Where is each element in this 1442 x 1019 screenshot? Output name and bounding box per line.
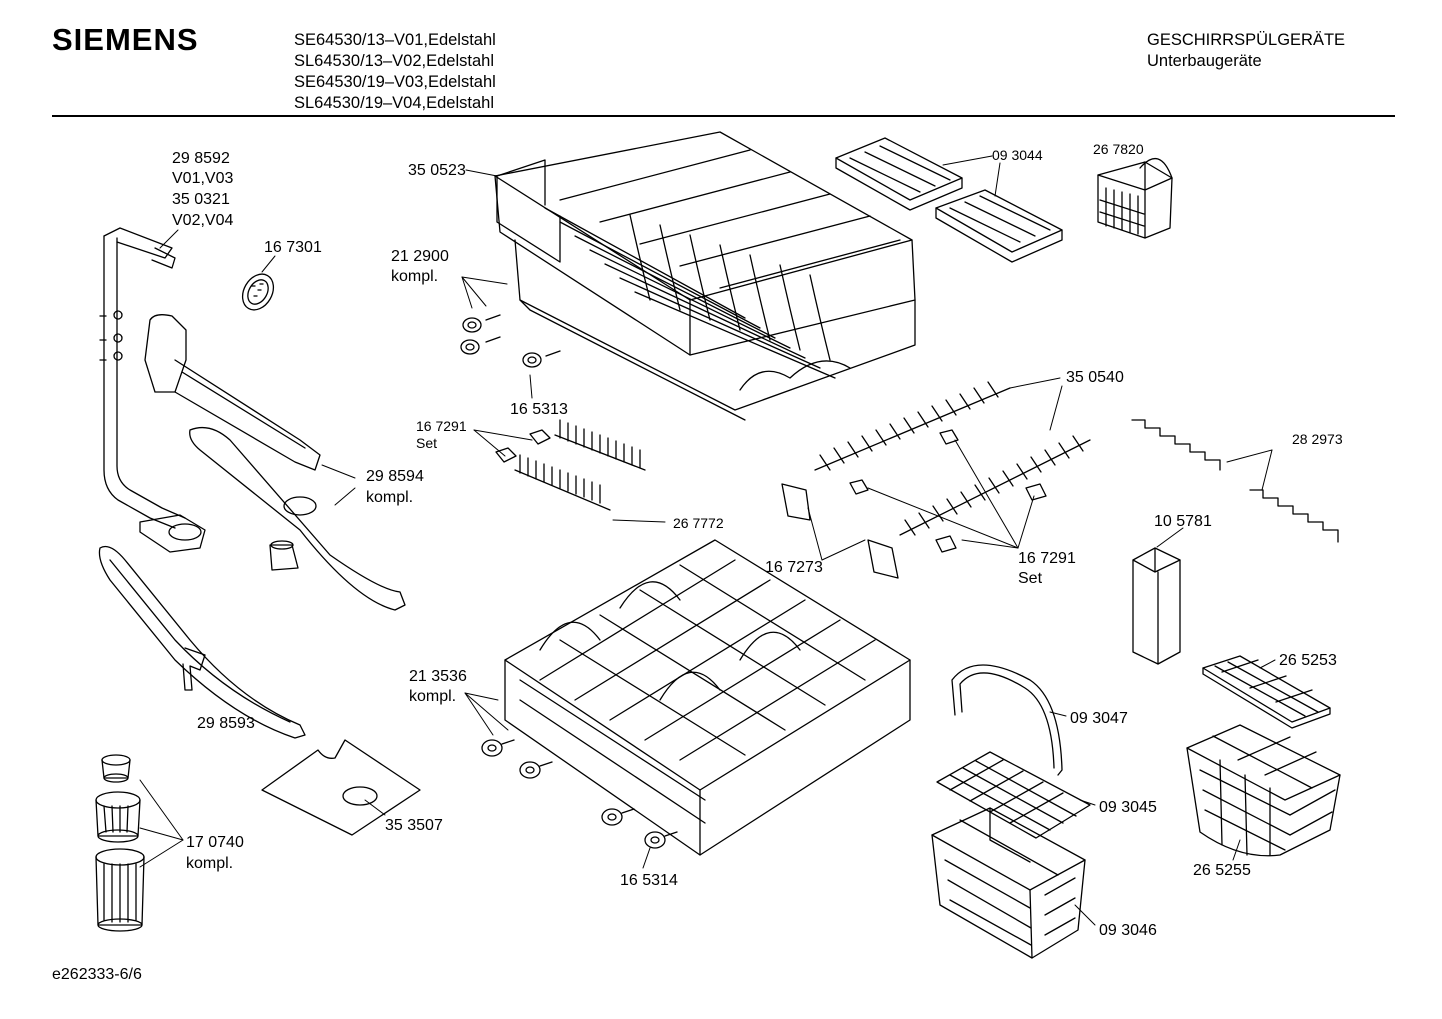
upper-rollers (461, 315, 560, 367)
kompl-label: kompl. (366, 489, 414, 506)
filter-set (96, 755, 144, 931)
upper-spray-arm (145, 315, 405, 610)
lower-rollers (482, 740, 677, 848)
part-label: 16 7301 (264, 239, 322, 256)
part-label: 17 0740 (186, 834, 244, 851)
part-label: 16 7291 (416, 418, 467, 434)
kompl-label: kompl. (186, 855, 234, 872)
tine-strip-b (815, 382, 1090, 552)
model-line: SL64530/19–V04,Edelstahl (294, 94, 494, 112)
part-label: 35 3507 (385, 817, 443, 834)
part-label: 16 5313 (510, 401, 568, 418)
basket-lid (1203, 656, 1330, 728)
variant-label: V02,V04 (172, 212, 234, 229)
variant-label: V01,V03 (172, 170, 234, 187)
kompl-label: kompl. (409, 688, 457, 705)
upper-basket (495, 132, 915, 420)
category-title: GESCHIRRSPÜLGERÄTE (1147, 31, 1346, 49)
document-id: e262333-6/6 (52, 966, 142, 983)
model-line: SE64530/13–V01,Edelstahl (294, 31, 496, 49)
supply-pipe (100, 228, 205, 552)
basket-grid (937, 752, 1090, 838)
model-list: SE64530/13–V01,Edelstahl SL64530/13–V02,… (294, 30, 496, 114)
part-label: 09 3046 (1099, 922, 1157, 939)
header-divider (52, 115, 1395, 117)
brand-logo: SIEMENS (52, 22, 199, 57)
filter-disc (236, 269, 279, 316)
model-line: SL64530/13–V02,Edelstahl (294, 52, 494, 70)
part-label: 21 3536 (409, 668, 467, 685)
part-label: 29 8593 (197, 715, 255, 732)
lower-spray-arm (99, 547, 305, 739)
category-block: GESCHIRRSPÜLGERÄTE Unterbaugeräte (1147, 30, 1345, 72)
basket-handle (952, 665, 1062, 775)
part-label: 26 5253 (1279, 652, 1337, 669)
part-label: 26 5255 (1193, 862, 1251, 879)
part-label: 16 5314 (620, 872, 678, 889)
tall-holder (1133, 548, 1180, 664)
part-label: 35 0540 (1066, 369, 1124, 386)
leader-lines (140, 156, 1275, 925)
cutlery-basket-large (1187, 725, 1340, 856)
part-label: 29 8594 (366, 468, 424, 485)
part-label: 10 5781 (1154, 513, 1212, 530)
filter-plate (262, 740, 420, 835)
cutlery-basket-square (932, 808, 1085, 958)
part-label: 09 3047 (1070, 710, 1128, 727)
set-label: Set (1018, 570, 1043, 587)
kompl-label: kompl. (391, 268, 439, 285)
part-label: 26 7820 (1093, 141, 1144, 157)
part-label: 21 2900 (391, 248, 449, 265)
part-label: 09 3044 (992, 147, 1043, 163)
part-label: 09 3045 (1099, 799, 1157, 816)
part-label: 35 0523 (408, 162, 466, 179)
model-line: SE64530/19–V03,Edelstahl (294, 73, 496, 91)
stepped-rack (1132, 420, 1338, 542)
category-subtitle: Unterbaugeräte (1147, 52, 1262, 70)
lower-basket (505, 540, 910, 855)
height-adjuster (782, 484, 898, 578)
part-label: 28 2973 (1292, 431, 1343, 447)
part-label: 35 0321 (172, 191, 230, 208)
tine-strip-a (496, 420, 645, 510)
set-label: Set (416, 435, 438, 451)
part-label: 29 8592 (172, 150, 230, 167)
part-label: 26 7772 (673, 515, 724, 531)
part-label: 16 7291 (1018, 550, 1076, 567)
part-label: 16 7273 (765, 559, 823, 576)
small-cutlery-basket (1098, 159, 1172, 238)
cup-rack (836, 138, 1062, 262)
